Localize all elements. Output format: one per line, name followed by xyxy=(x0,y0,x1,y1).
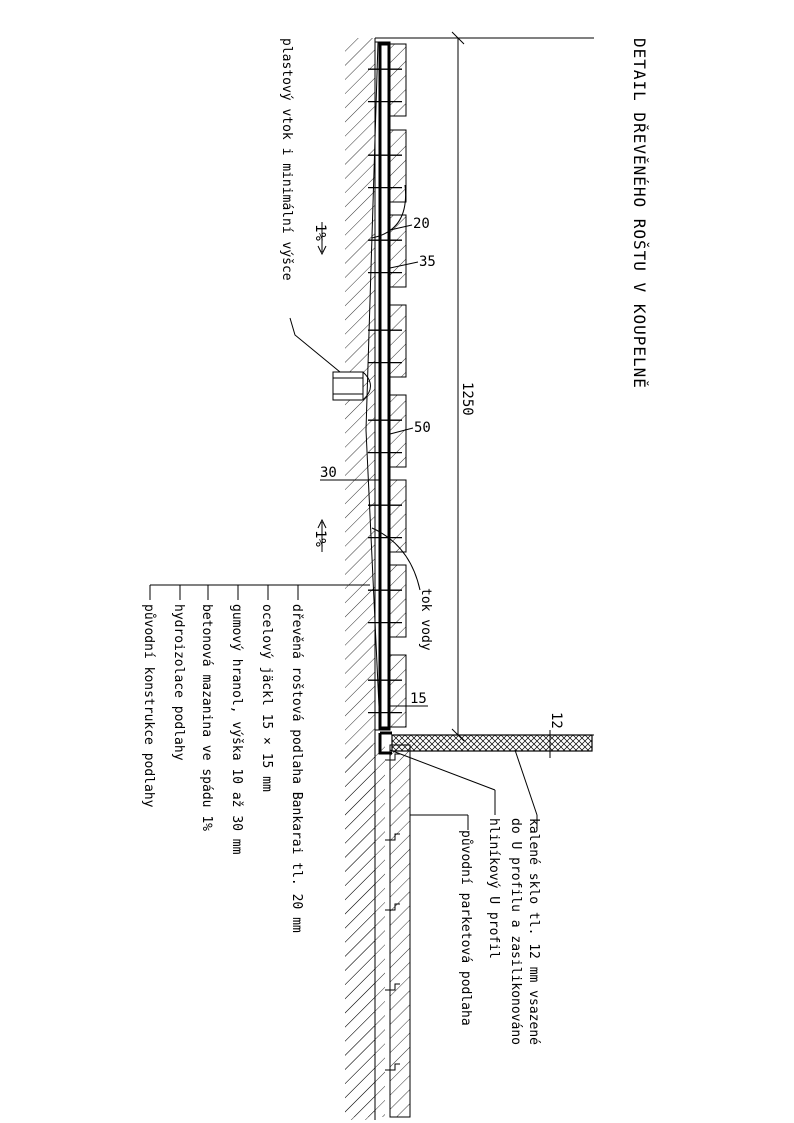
grating-board xyxy=(389,479,407,553)
parquet-joint xyxy=(385,1063,400,1071)
parquet-label: původní parketová podlaha xyxy=(458,830,473,1026)
dim-1250-label: 1250 xyxy=(459,382,475,416)
dim-20: 20 xyxy=(389,216,430,232)
layer-legend: dřevěná roštová podlaha Bankarai tl. 20 … xyxy=(141,584,370,933)
dim-50: 50 xyxy=(389,420,431,436)
right-legend: kalené sklo tl. 12 mm vsazené do U profi… xyxy=(389,749,541,1045)
parquet-joint xyxy=(385,833,400,841)
grating-board xyxy=(389,654,407,728)
svg-text:50: 50 xyxy=(414,420,431,436)
layer-1: dřevěná roštová podlaha Bankarai tl. 20 … xyxy=(289,604,304,933)
base-structure-right xyxy=(345,745,385,1117)
parquet-joint xyxy=(385,753,400,761)
dim-30: 30 xyxy=(320,465,380,481)
slope-arrow-lower: 1% xyxy=(312,518,328,552)
svg-text:15: 15 xyxy=(410,691,427,707)
dim-15: 15 xyxy=(390,691,428,707)
glass-label-1: kalené sklo tl. 12 mm vsazené xyxy=(526,818,541,1045)
slope-arrow-upper: 1% xyxy=(312,222,328,256)
drain-leader xyxy=(289,317,341,373)
svg-text:1%: 1% xyxy=(312,224,328,241)
layer-2: ocelový jäckl 15 × 15 mm xyxy=(259,604,274,792)
layer-6: původní konstrukce podlahy xyxy=(141,604,156,808)
water-flow-arrow-lower xyxy=(371,527,421,591)
glass-label-2: do U profilu a zasilikonováno xyxy=(508,818,523,1045)
u-profile xyxy=(378,731,392,755)
slope-line-upper xyxy=(365,41,379,431)
drain-label: plastový vtok i minimální výšce xyxy=(279,38,294,281)
grating-board xyxy=(389,129,407,203)
water-flow-arrow-upper xyxy=(371,184,407,239)
grating-board xyxy=(389,394,407,468)
wooden-grating xyxy=(368,43,407,728)
parquet-floor-strip xyxy=(389,744,411,1118)
dim-35: 35 xyxy=(389,254,436,270)
grating-board xyxy=(389,214,407,288)
grating-board xyxy=(389,564,407,638)
steel-profile xyxy=(378,42,391,730)
svg-text:12: 12 xyxy=(548,712,564,729)
svg-text:30: 30 xyxy=(320,465,337,481)
drain xyxy=(332,371,371,401)
parquet-joint xyxy=(385,903,400,911)
page-title: DETAIL DŘEVĚNÉHO ROŠTU V KOUPELNĚ xyxy=(630,38,649,389)
dim-tick-top xyxy=(451,31,465,45)
svg-text:1%: 1% xyxy=(312,530,328,547)
layer-3: gumový hranol, výška 10 až 30 mm xyxy=(229,604,244,855)
parquet-joint xyxy=(385,983,400,991)
parquet-joints xyxy=(385,753,400,1071)
sloped-screed xyxy=(374,41,391,731)
profile-label: hliníkový U profil xyxy=(486,818,501,959)
svg-text:20: 20 xyxy=(413,216,430,232)
grating-board xyxy=(389,304,407,378)
svg-text:35: 35 xyxy=(419,254,436,270)
layer-5: hydroizolace podlahy xyxy=(171,604,186,761)
grating-board xyxy=(389,43,407,117)
layer-4: betonová mazanina ve spádu 1% xyxy=(199,604,214,831)
water-flow-label: tok vody xyxy=(418,588,433,651)
glass-pane xyxy=(391,734,593,752)
